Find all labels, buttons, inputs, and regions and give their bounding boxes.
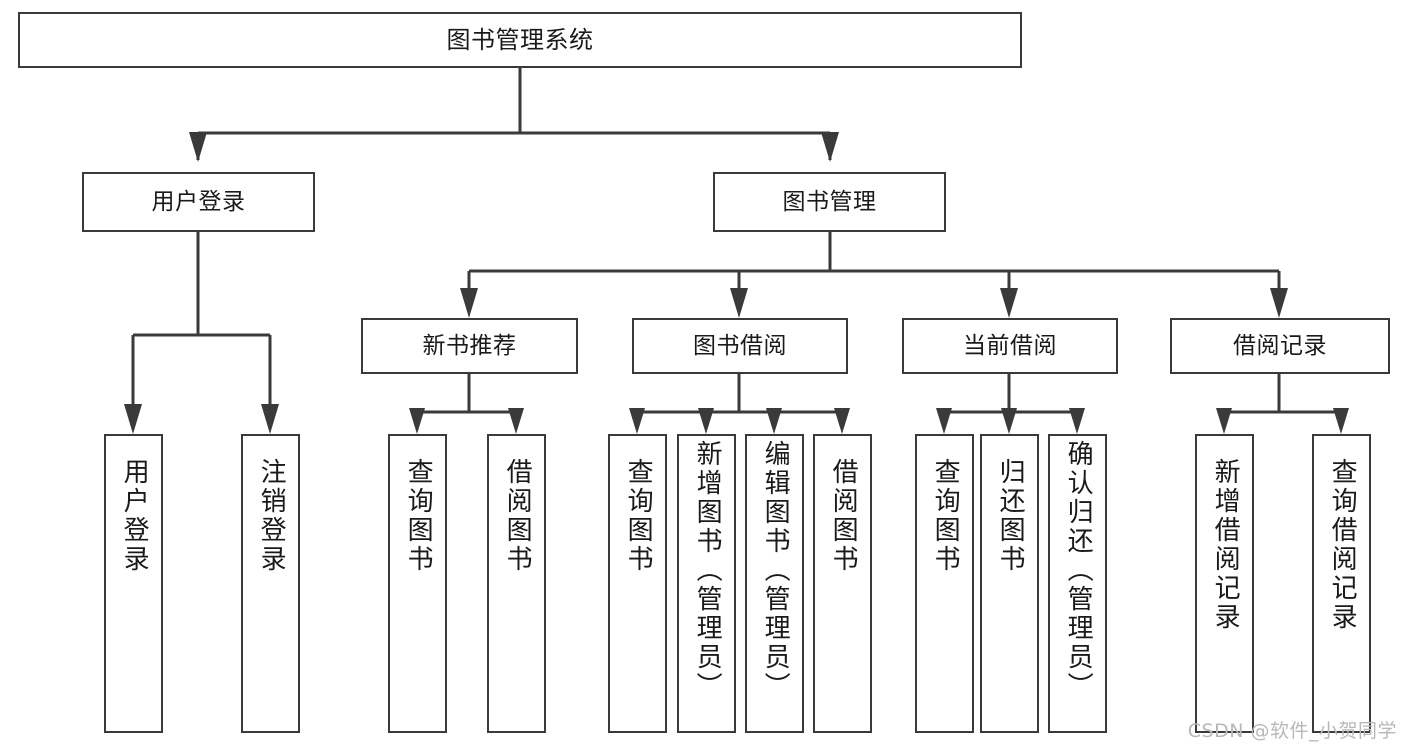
- leaf-new-book-borrow[interactable]: 借阅图书: [487, 434, 546, 733]
- leaf-borrow-query-book[interactable]: 查询图书: [608, 434, 667, 733]
- node-book-management-label: 图书管理: [782, 188, 877, 215]
- leaf-new-book-query[interactable]: 查询图书: [388, 434, 447, 733]
- leaf-borrow-query-book-label: 查询图书: [623, 458, 654, 574]
- leaf-user-login-signout-label: 注销登录: [256, 458, 287, 574]
- node-new-book-recommend[interactable]: 新书推荐: [361, 318, 578, 374]
- leaf-borrow-borrow-book[interactable]: 借阅图书: [813, 434, 872, 733]
- leaf-current-confirm-return[interactable]: 确认归还（管理员）: [1048, 434, 1107, 733]
- leaf-current-query-book[interactable]: 查询图书: [915, 434, 974, 733]
- leaf-user-login-signout[interactable]: 注销登录: [241, 434, 300, 733]
- leaf-current-query-book-label: 查询图书: [930, 458, 961, 574]
- node-user-login-label: 用户登录: [151, 188, 246, 215]
- leaf-records-query-label: 查询借阅记录: [1327, 458, 1358, 632]
- leaf-user-login-signin[interactable]: 用户登录: [104, 434, 163, 733]
- leaf-borrow-edit-book[interactable]: 编辑图书（管理员）: [745, 434, 804, 733]
- watermark: CSDN @软件_小贺同学: [1187, 720, 1397, 742]
- leaf-current-confirm-return-label: 确认归还（管理员）: [1063, 440, 1094, 701]
- node-book-borrow[interactable]: 图书借阅: [632, 318, 848, 374]
- leaf-current-return-book[interactable]: 归还图书: [980, 434, 1039, 733]
- leaf-records-add-label: 新增借阅记录: [1210, 458, 1241, 632]
- leaf-borrow-add-book[interactable]: 新增图书（管理员）: [677, 434, 736, 733]
- leaf-borrow-add-book-label: 新增图书（管理员）: [692, 440, 723, 701]
- node-borrow-records[interactable]: 借阅记录: [1170, 318, 1390, 374]
- node-book-borrow-label: 图书借阅: [693, 332, 787, 359]
- leaf-borrow-edit-book-label: 编辑图书（管理员）: [760, 440, 791, 701]
- node-root-label: 图书管理系统: [446, 26, 594, 54]
- leaf-current-return-book-label: 归还图书: [995, 458, 1026, 574]
- node-user-login[interactable]: 用户登录: [82, 172, 315, 232]
- leaf-user-login-signin-label: 用户登录: [119, 458, 150, 574]
- leaf-records-query[interactable]: 查询借阅记录: [1312, 434, 1371, 733]
- leaf-new-book-query-label: 查询图书: [403, 458, 434, 574]
- leaf-new-book-borrow-label: 借阅图书: [502, 458, 533, 574]
- leaf-borrow-borrow-book-label: 借阅图书: [828, 458, 859, 574]
- node-root[interactable]: 图书管理系统: [18, 12, 1022, 68]
- node-current-borrow-label: 当前借阅: [963, 332, 1057, 359]
- node-new-book-recommend-label: 新书推荐: [422, 332, 517, 359]
- node-borrow-records-label: 借阅记录: [1233, 332, 1327, 359]
- node-book-management[interactable]: 图书管理: [713, 172, 946, 232]
- leaf-records-add[interactable]: 新增借阅记录: [1195, 434, 1254, 733]
- node-current-borrow[interactable]: 当前借阅: [902, 318, 1118, 374]
